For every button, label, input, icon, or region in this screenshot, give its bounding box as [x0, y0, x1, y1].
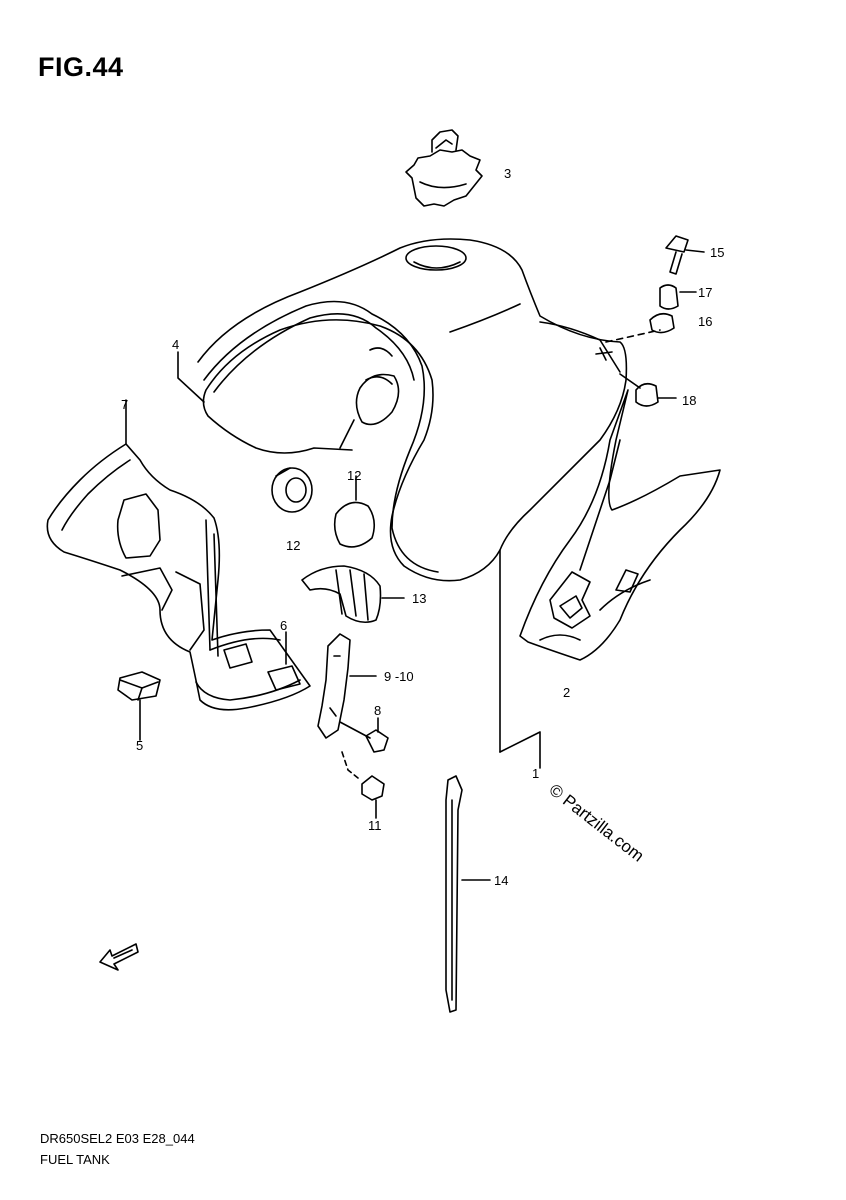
callout-3: 3 — [504, 166, 511, 181]
part-pad-6[interactable] — [267, 665, 301, 691]
part-pad-5[interactable] — [117, 671, 161, 701]
figure-title: FIG.44 — [38, 52, 124, 82]
callout-12-upper: 12 — [347, 468, 361, 483]
callout-5: 5 — [136, 738, 143, 753]
callout-16: 16 — [698, 314, 712, 329]
footer-diagram-name: FUEL TANK — [40, 1152, 110, 1167]
callout-4: 4 — [172, 337, 179, 352]
part-fuel-cap[interactable] — [405, 129, 483, 207]
part-bolt-15[interactable] — [665, 235, 705, 275]
callout-11: 11 — [368, 818, 382, 833]
part-hose-13[interactable] — [301, 565, 405, 624]
callout-13: 13 — [412, 591, 426, 606]
part-cap-12b[interactable] — [333, 475, 376, 548]
callout-14: 14 — [494, 873, 508, 888]
part-cushion-18[interactable] — [635, 382, 677, 407]
watermark-text: © Partzilla.com — [546, 780, 648, 866]
part-nut-11[interactable] — [341, 751, 385, 819]
callout-15: 15 — [710, 245, 724, 260]
part-tank-decal[interactable] — [519, 389, 721, 661]
part-bolt-8[interactable] — [339, 717, 389, 753]
front-direction-arrow-icon — [99, 943, 139, 971]
callout-6: 6 — [280, 618, 287, 633]
callout-7: 7 — [121, 397, 128, 412]
part-grommet-12a[interactable] — [271, 467, 313, 513]
part-cushion-16[interactable] — [649, 312, 675, 334]
part-side-shroud[interactable] — [46, 443, 311, 711]
footer-diagram-code: DR650SEL2 E03 E28_044 — [40, 1131, 195, 1146]
callout-2: 2 — [563, 685, 570, 700]
callout-9-10: 9 -10 — [384, 669, 414, 684]
part-collar-17[interactable] — [659, 284, 697, 310]
callout-17: 17 — [698, 285, 712, 300]
callout-12-lower: 12 — [286, 538, 300, 553]
callout-18: 18 — [682, 393, 696, 408]
part-bracket-9-10[interactable] — [317, 633, 377, 739]
callout-8: 8 — [374, 703, 381, 718]
part-fuel-tank[interactable] — [197, 238, 628, 582]
callout-1: 1 — [532, 766, 539, 781]
part-strap-14[interactable] — [445, 775, 491, 1013]
